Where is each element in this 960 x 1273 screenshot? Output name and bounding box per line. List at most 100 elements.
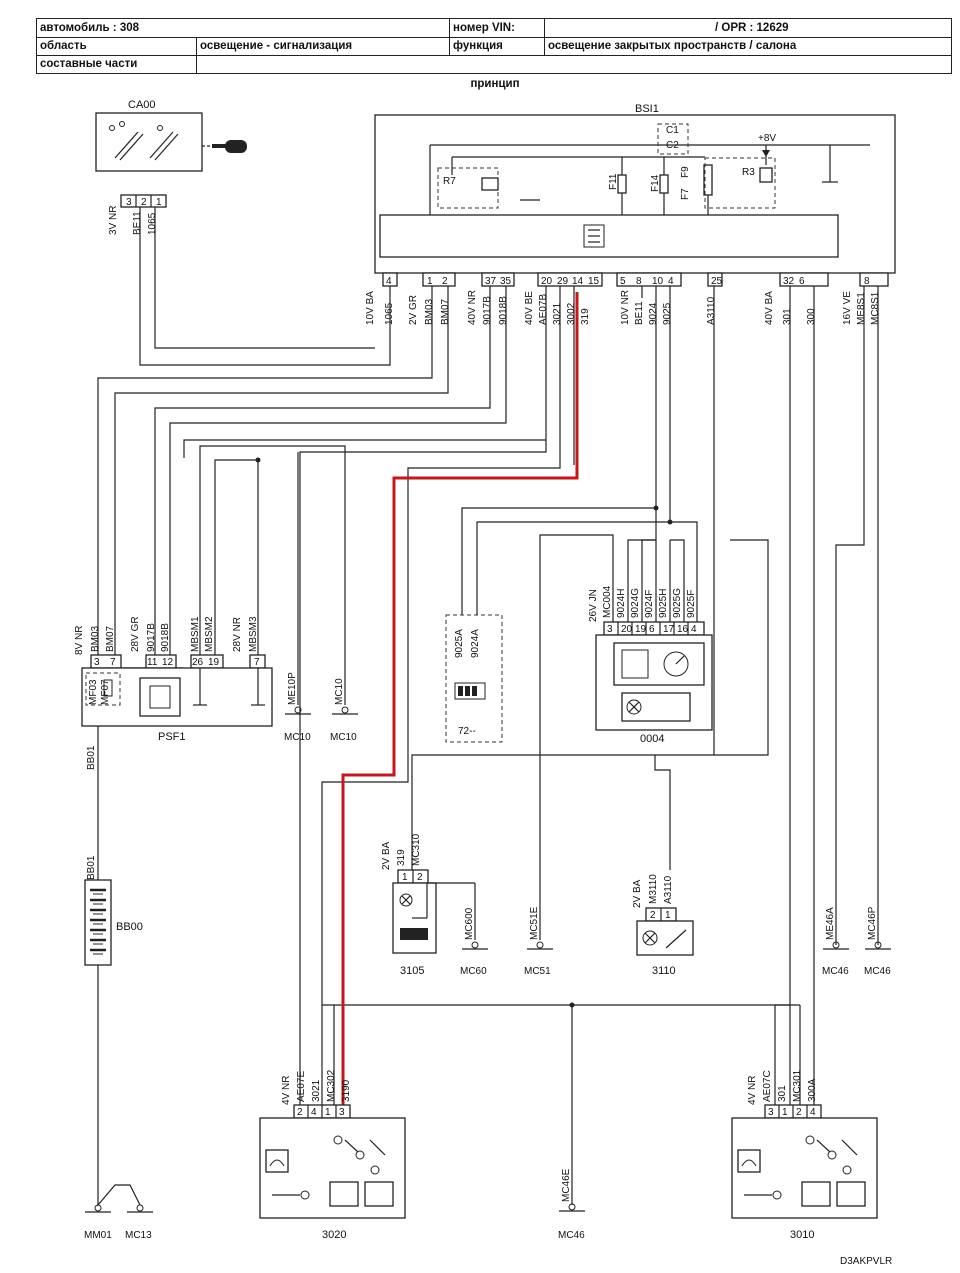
svg-text:300A: 300A (807, 1078, 818, 1102)
c72-label: 72-- (458, 726, 476, 737)
svg-text:MF03: MF03 (88, 679, 99, 705)
svg-text:7: 7 (254, 657, 260, 668)
svg-text:MBSM2: MBSM2 (204, 616, 215, 652)
svg-text:+8V: +8V (758, 133, 776, 144)
function-value: освещение закрытых пространств / салона (548, 40, 797, 52)
c0004-pin-number: 3 (607, 624, 613, 635)
wires (97, 207, 879, 1205)
svg-text:1: 1 (782, 1107, 788, 1118)
area-value: освещение - сигнализация (197, 37, 450, 55)
svg-text:1065: 1065 (147, 212, 158, 235)
svg-text:3: 3 (126, 197, 132, 208)
svg-text:1: 1 (156, 197, 162, 208)
svg-text:F7: F7 (680, 188, 691, 200)
svg-text:R7: R7 (443, 176, 456, 187)
bsi-pin-number: 29 (557, 276, 569, 287)
svg-text:BE11: BE11 (634, 301, 645, 325)
svg-text:3: 3 (94, 657, 100, 668)
svg-text:MBSM3: MBSM3 (248, 616, 259, 652)
svg-text:2: 2 (141, 197, 147, 208)
svg-text:2: 2 (796, 1107, 802, 1118)
area-label: область (37, 37, 197, 55)
svg-text:26: 26 (192, 657, 204, 668)
opr-value: / OPR : 12629 (715, 22, 789, 34)
svg-text:301: 301 (777, 1085, 788, 1102)
svg-text:4: 4 (810, 1107, 816, 1118)
svg-text:2: 2 (297, 1107, 303, 1118)
svg-text:9025G: 9025G (672, 588, 683, 618)
svg-text:2V BA: 2V BA (632, 879, 643, 908)
svg-text:ME46A: ME46A (825, 907, 836, 940)
svg-text:MC8S1: MC8S1 (870, 291, 881, 325)
header-table: автомобиль : 308 номер VIN: / OPR : 1262… (36, 18, 952, 74)
ground-group-psf: ME10P MC10 MC10 MC10 (284, 672, 358, 743)
footer-code: D3AKPVLR (840, 1256, 892, 1267)
ground-mc46-right: ME46A MC46 MC46P MC46 (822, 906, 891, 977)
c3110-lamp: 2V BA M3110 A3110 2 1 3110 (632, 874, 694, 977)
vin-label: номер VIN: (450, 19, 545, 37)
ground-mc60: MC600 MC60 (427, 882, 488, 977)
c3105-boot-lamp: 2V BA 319 MC310 1 2 3105 (381, 833, 437, 977)
svg-text:2: 2 (417, 872, 423, 883)
svg-text:3021: 3021 (311, 1079, 322, 1102)
svg-text:4: 4 (311, 1107, 317, 1118)
bsi-pin-number: 20 (541, 276, 553, 287)
svg-text:9025: 9025 (662, 302, 673, 325)
svg-text:MC301: MC301 (792, 1069, 803, 1102)
svg-text:MC46E: MC46E (561, 1168, 572, 1202)
svg-text:BM07: BM07 (440, 298, 451, 325)
svg-text:9024H: 9024H (616, 589, 627, 618)
c3105-label: 3105 (400, 965, 424, 977)
svg-text:9018B: 9018B (160, 623, 171, 652)
bsi-pin-number: 25 (711, 276, 723, 287)
c3010-rear-ceiling-lamp: 4V NR AE07C 301 MC301 300A 3 1 2 4 3010 (731, 1069, 878, 1241)
c3020-front-ceiling-lamp: 4V NR AE07E 3021 MC302 3190 2 4 1 3 3020 (259, 1069, 406, 1241)
svg-text:1: 1 (402, 872, 408, 883)
svg-text:9024F: 9024F (644, 590, 655, 618)
c0004-pin-number: 19 (635, 624, 647, 635)
bsi-pin-number: 15 (588, 276, 600, 287)
ground-mc51: MC51E MC51 (524, 906, 553, 977)
svg-text:AE07E: AE07E (296, 1071, 307, 1102)
ca00-ignition-switch: CA00 3 2 1 3V NR BE11 1065 (95, 99, 247, 235)
c0004-pin-number: 6 (649, 624, 655, 635)
svg-text:ME10P: ME10P (287, 672, 298, 705)
svg-text:3190: 3190 (341, 1079, 352, 1102)
svg-text:12: 12 (162, 657, 174, 668)
c0004-pin-number: 17 (663, 624, 675, 635)
c3010-label: 3010 (790, 1229, 814, 1241)
svg-text:MC310: MC310 (411, 833, 422, 866)
svg-text:28V NR: 28V NR (232, 617, 243, 652)
svg-text:40V NR: 40V NR (467, 290, 478, 325)
bb00-battery: BB01 BB00 (84, 855, 143, 966)
svg-text:9024A: 9024A (470, 629, 481, 658)
svg-text:BB01: BB01 (86, 855, 97, 880)
header-row-1: автомобиль : 308 номер VIN: / OPR : 1262… (37, 19, 951, 38)
c0004-pin-number: 20 (621, 624, 633, 635)
svg-text:BM03: BM03 (424, 298, 435, 325)
svg-text:A3110: A3110 (706, 296, 717, 325)
svg-text:F9: F9 (680, 166, 691, 178)
svg-text:2V BA: 2V BA (381, 841, 392, 870)
svg-text:8V NR: 8V NR (74, 626, 85, 655)
bsi-pin-number: 1 (427, 276, 433, 287)
svg-text:MC46P: MC46P (867, 906, 878, 940)
parts-label: составные части (37, 55, 197, 73)
bsi-pin-number: 4 (668, 276, 674, 287)
ca00-label: CA00 (128, 99, 156, 111)
svg-text:ME8S1: ME8S1 (856, 292, 867, 325)
svg-text:MM01: MM01 (84, 1230, 112, 1241)
svg-text:4V NR: 4V NR (281, 1076, 292, 1105)
svg-text:A3110: A3110 (663, 875, 674, 904)
svg-text:10V BA: 10V BA (365, 291, 376, 325)
svg-text:9017B: 9017B (482, 296, 493, 325)
svg-text:3V NR: 3V NR (108, 206, 119, 235)
c0004-pin-number: 16 (677, 624, 689, 635)
svg-text:1: 1 (325, 1107, 331, 1118)
ground-mm01-mc13: MM01 MC13 (84, 1184, 153, 1241)
svg-text:MC302: MC302 (326, 1069, 337, 1102)
psf1-label: PSF1 (158, 731, 186, 743)
svg-text:AE07C: AE07C (762, 1070, 773, 1102)
svg-text:MC004: MC004 (602, 585, 613, 618)
